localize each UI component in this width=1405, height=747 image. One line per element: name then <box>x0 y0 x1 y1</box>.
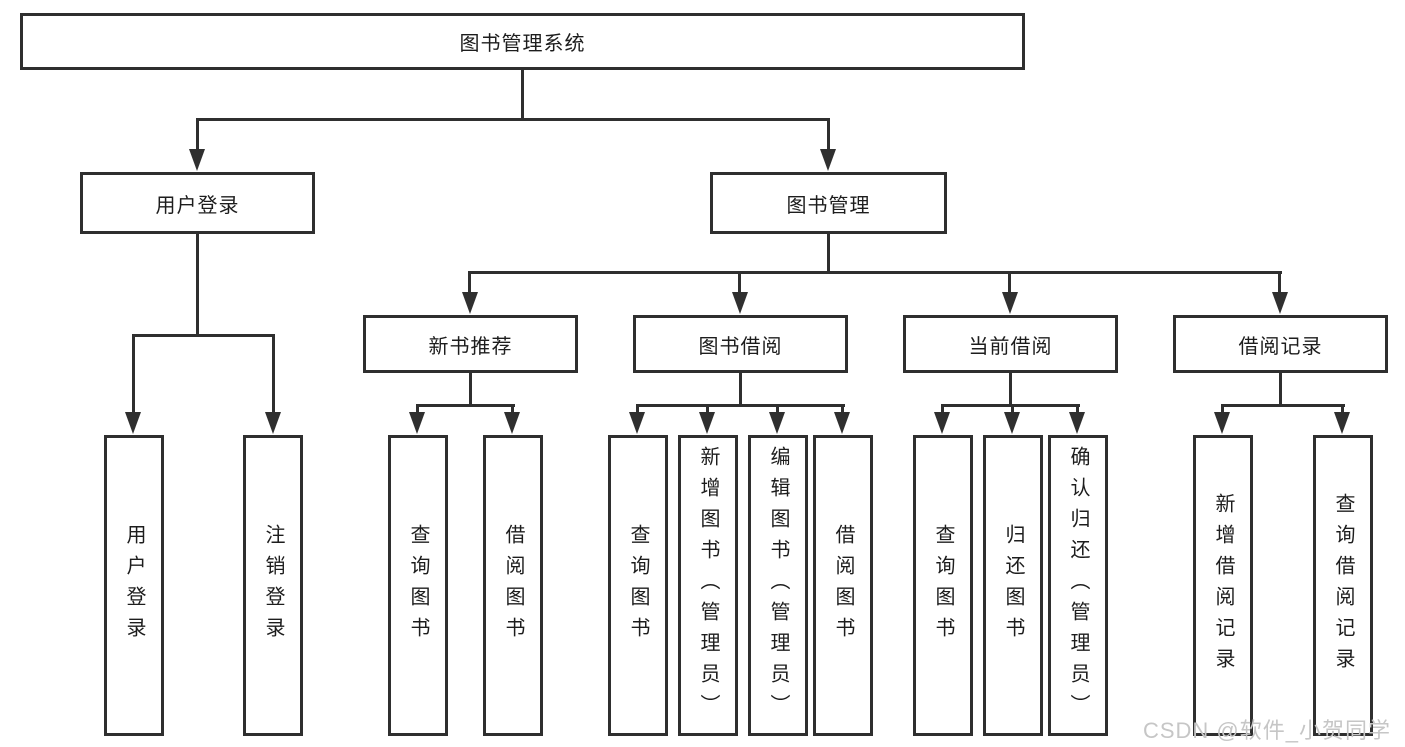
connector-line <box>132 334 275 337</box>
connector-line <box>1341 404 1344 416</box>
connector-line <box>1279 373 1282 407</box>
connector-arrow-down <box>1334 412 1350 434</box>
connector-line <box>521 70 524 121</box>
leaf-label: 查询图书 <box>627 523 649 648</box>
connector-line <box>1008 271 1011 296</box>
connector-arrow-down <box>699 412 715 434</box>
leaf-label: 注销登录 <box>262 523 284 648</box>
leaf-borrow-books: 借阅图书 <box>813 435 873 736</box>
connector-arrow-down <box>125 412 141 434</box>
connector-arrow-down <box>504 412 520 434</box>
node-label: 图书借阅 <box>698 335 783 358</box>
node-new-book-recommendation: 新书推荐 <box>363 315 578 373</box>
connector-arrow-down <box>1004 412 1020 434</box>
csdn-watermark: CSDN @软件_小贺同学 <box>1142 718 1391 743</box>
leaf-label: 查询图书 <box>932 523 954 648</box>
connector-line <box>196 118 199 155</box>
connector-line <box>636 404 845 407</box>
connector-arrow-down <box>189 149 205 171</box>
leaf-label: 新增借阅记录 <box>1212 492 1234 679</box>
leaf-label: 查询借阅记录 <box>1332 492 1354 679</box>
leaf-label: 新增图书（管理员） <box>697 446 719 725</box>
connector-line <box>1221 404 1224 416</box>
connector-arrow-down <box>934 412 950 434</box>
connector-arrow-down <box>1214 412 1230 434</box>
leaf-label: 借阅图书 <box>502 523 524 648</box>
connector-arrow-down <box>1272 292 1288 314</box>
connector-line <box>941 404 1080 407</box>
node-label: 图书管理 <box>786 194 871 217</box>
connector-arrow-down <box>462 292 478 314</box>
leaf-query-borrow-record: 查询借阅记录 <box>1313 435 1373 736</box>
node-library-management-system: 图书管理系统 <box>20 13 1025 70</box>
leaf-add-borrow-record: 新增借阅记录 <box>1193 435 1253 736</box>
node-label: 借阅记录 <box>1238 335 1323 358</box>
leaf-edit-books-admin: 编辑图书（管理员） <box>748 435 808 736</box>
connector-line <box>827 234 830 274</box>
connector-arrow-down <box>265 412 281 434</box>
leaf-query-books: 查询图书 <box>913 435 973 736</box>
connector-arrow-down <box>732 292 748 314</box>
connector-arrow-down <box>820 149 836 171</box>
leaf-label: 归还图书 <box>1002 523 1024 648</box>
node-user-login: 用户登录 <box>80 172 315 234</box>
node-label: 图书管理系统 <box>459 33 586 55</box>
leaf-label: 查询图书 <box>407 523 429 648</box>
leaf-label: 借阅图书 <box>832 523 854 648</box>
connector-line <box>511 404 514 416</box>
connector-arrow-down <box>1002 292 1018 314</box>
connector-line <box>1011 404 1014 416</box>
node-label: 用户登录 <box>155 194 240 217</box>
leaf-add-books-admin: 新增图书（管理员） <box>678 435 738 736</box>
connector-line <box>706 404 709 416</box>
connector-arrow-down <box>834 412 850 434</box>
connector-line <box>469 373 472 407</box>
connector-line <box>636 404 639 416</box>
connector-line <box>776 404 779 416</box>
connector-arrow-down <box>409 412 425 434</box>
connector-line <box>272 334 275 416</box>
connector-line <box>1009 373 1012 407</box>
leaf-label: 用户登录 <box>123 523 145 648</box>
leaf-query-books: 查询图书 <box>608 435 668 736</box>
leaf-return-books: 归还图书 <box>983 435 1043 736</box>
leaf-label: 编辑图书（管理员） <box>767 446 789 725</box>
leaf-query-books: 查询图书 <box>388 435 448 736</box>
connector-line <box>416 404 515 407</box>
connector-line <box>738 271 741 296</box>
leaf-user-login: 用户登录 <box>104 435 164 736</box>
connector-line <box>416 404 419 416</box>
connector-line <box>196 118 830 121</box>
node-current-borrowing: 当前借阅 <box>903 315 1118 373</box>
node-book-borrowing: 图书借阅 <box>633 315 848 373</box>
leaf-label: 确认归还（管理员） <box>1067 446 1089 725</box>
connector-line <box>739 373 742 407</box>
connector-line <box>941 404 944 416</box>
connector-line <box>132 334 135 416</box>
leaf-borrow-books: 借阅图书 <box>483 435 543 736</box>
leaf-confirm-return-admin: 确认归还（管理员） <box>1048 435 1108 736</box>
leaf-logout: 注销登录 <box>243 435 303 736</box>
connector-line <box>196 234 199 337</box>
node-book-management: 图书管理 <box>710 172 947 234</box>
connector-arrow-down <box>629 412 645 434</box>
connector-line <box>841 404 844 416</box>
connector-line <box>1221 404 1345 407</box>
connector-line <box>1076 404 1079 416</box>
connector-line <box>1278 271 1281 296</box>
connector-arrow-down <box>769 412 785 434</box>
connector-line <box>468 271 1282 274</box>
connector-arrow-down <box>1069 412 1085 434</box>
node-label: 当前借阅 <box>968 335 1053 358</box>
node-borrowing-records: 借阅记录 <box>1173 315 1388 373</box>
connector-line <box>468 271 471 296</box>
node-label: 新书推荐 <box>428 335 513 358</box>
connector-line <box>827 118 830 155</box>
